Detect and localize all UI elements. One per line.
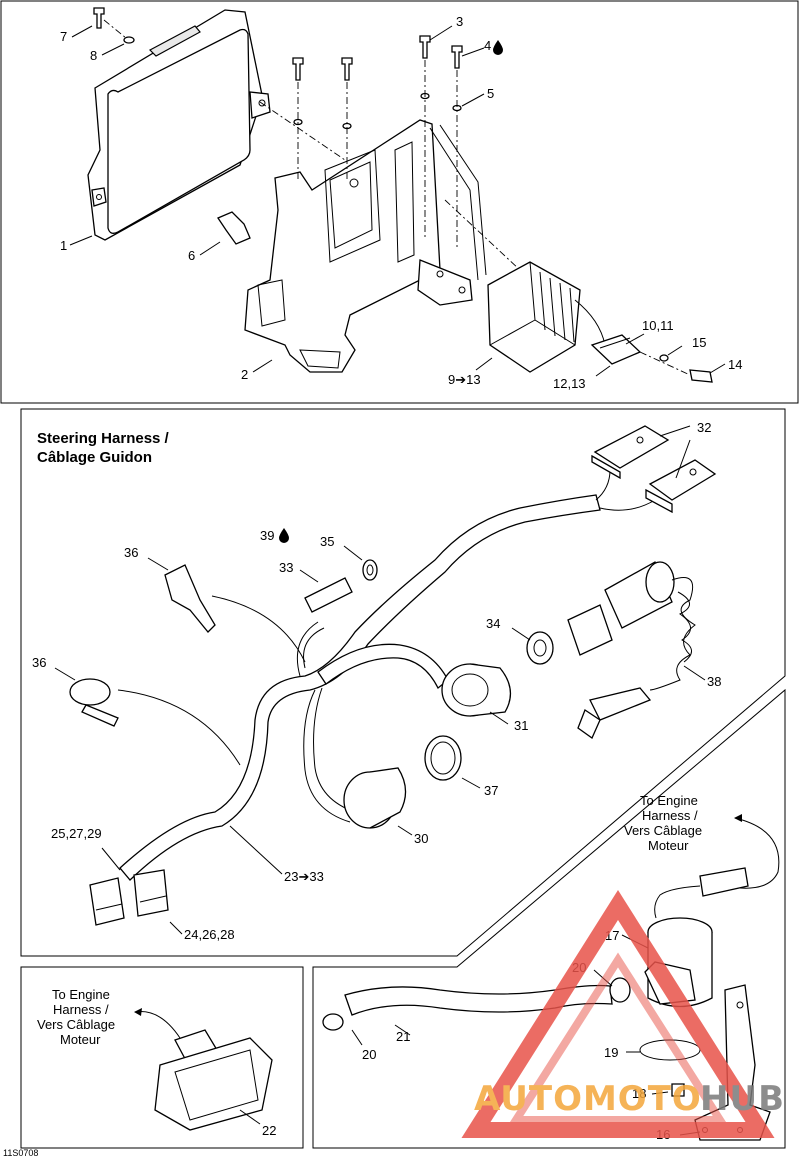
cap-30 <box>343 767 407 829</box>
callout-21: 21 <box>396 1029 410 1044</box>
callout-31: 31 <box>514 718 528 733</box>
callout-33: 33 <box>279 560 293 575</box>
mounting-bracket <box>244 119 487 373</box>
pump-note-line4: Moteur <box>648 838 689 853</box>
callout-3: 3 <box>456 14 463 29</box>
callout-19: 19 <box>604 1045 618 1060</box>
ring-37 <box>424 735 462 781</box>
clamp-20-right <box>609 977 631 1003</box>
callout-12-13: 12,13 <box>553 376 586 391</box>
callout-9-13: 9➔13 <box>448 372 481 387</box>
top-panel: 1 2 3 4 5 6 7 8 9➔13 10,11 12,13 14 15 <box>0 0 799 404</box>
pump-note-line3: Vers Câblage <box>624 823 702 838</box>
callout-24-26-28: 24,26,28 <box>184 927 235 942</box>
callout-5: 5 <box>487 86 494 101</box>
clamp-20-left <box>322 1013 344 1031</box>
watermark-text-hub: HUB <box>700 1079 785 1119</box>
pump-note-line1: To Engine <box>640 793 698 808</box>
pump-note-line2: Harness / <box>642 808 698 823</box>
screw-set <box>93 7 713 383</box>
callout-23-33: 23➔33 <box>284 869 324 884</box>
connector-22 <box>154 1029 273 1131</box>
callout-8: 8 <box>90 48 97 63</box>
connector-note-line3: Vers Câblage <box>37 1017 115 1032</box>
callout-7: 7 <box>60 29 67 44</box>
steering-title-line1: Steering Harness / <box>37 430 170 447</box>
callout-2: 2 <box>241 367 248 382</box>
steering-connectors <box>591 425 717 514</box>
main-harness <box>119 494 601 881</box>
callout-38: 38 <box>707 674 721 689</box>
steering-title-line2: Câblage Guidon <box>37 449 152 466</box>
callout-30: 30 <box>414 831 428 846</box>
lanyard-38 <box>567 561 696 739</box>
callout-20-left: 20 <box>362 1047 376 1062</box>
connector-note-line1: To Engine <box>52 987 110 1002</box>
callout-32: 32 <box>697 420 711 435</box>
switch-31 <box>441 663 512 717</box>
figure-code: 11S0708 <box>3 1148 38 1158</box>
ecm-module <box>87 9 271 241</box>
sensor-33 <box>304 577 353 613</box>
callout-6: 6 <box>188 248 195 263</box>
callout-22: 22 <box>262 1123 276 1138</box>
callout-35: 35 <box>320 534 334 549</box>
callout-25-27-29: 25,27,29 <box>51 826 102 841</box>
callout-34: 34 <box>486 616 500 631</box>
callout-36-lower: 36 <box>32 655 46 670</box>
callout-15: 15 <box>692 335 706 350</box>
connector-note-line2: Harness / <box>53 1002 109 1017</box>
callout-4: 4 <box>484 38 491 53</box>
oil-drop-icon <box>279 528 289 543</box>
callout-18: 18 <box>632 1086 646 1101</box>
callout-10-11: 10,11 <box>642 318 674 333</box>
steering-panel-frame <box>20 408 786 957</box>
connector-panel: To Engine Harness / Vers Câblage Moteur … <box>20 966 304 1149</box>
callout-1: 1 <box>60 238 67 253</box>
callout-14: 14 <box>728 357 742 372</box>
clip-36-upper <box>164 564 216 633</box>
connector-panel-frame <box>20 966 304 1149</box>
top-panel-frame <box>0 0 799 404</box>
pump-panel-frame <box>312 688 786 1149</box>
steering-panel: Steering Harness / Câblage Guidon <box>20 408 786 957</box>
connector-note-line4: Moteur <box>60 1032 101 1047</box>
harness-connectors <box>89 869 169 926</box>
watermark-text-main: AUTOMOTO <box>474 1079 702 1119</box>
clip-part <box>217 211 251 245</box>
callout-37: 37 <box>484 783 498 798</box>
callout-39: 39 <box>260 528 274 543</box>
watermark-logo: AUTOMOTO HUB <box>461 890 785 1138</box>
washer-34 <box>526 631 554 665</box>
oil-drop-icon <box>493 40 503 55</box>
voltage-regulator <box>487 261 642 373</box>
callout-36-upper: 36 <box>124 545 138 560</box>
